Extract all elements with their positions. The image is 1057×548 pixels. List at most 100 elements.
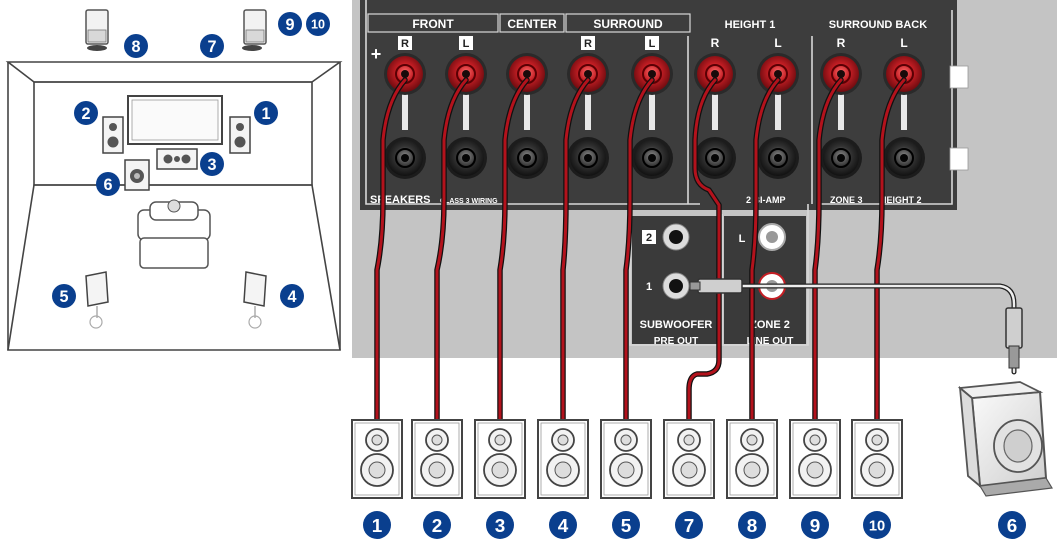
minus-marker (949, 147, 969, 171)
terminal-pair-7[interactable] (757, 53, 799, 179)
group-label-surround-back: SURROUND BACK (829, 19, 927, 31)
room-badge-4: 4 (280, 284, 304, 308)
room-badge-1-label: 1 (261, 105, 270, 123)
label-zone3: ZONE 3 (830, 195, 863, 205)
speaker-9 (789, 419, 841, 499)
room-badge-3: 3 (200, 152, 224, 176)
subwoofer-label: SUBWOOFER (640, 319, 713, 331)
terminal-pair-6[interactable] (694, 53, 736, 179)
subwoofer-speaker (957, 381, 1053, 497)
speaker-cable-7 (749, 77, 781, 423)
room-badge-7-label: 7 (207, 38, 216, 56)
room-badge-7: 7 (200, 34, 224, 58)
speaker-badge-8: 8 (738, 511, 766, 539)
room-speaker-1 (229, 116, 251, 154)
speaker-1 (351, 419, 403, 499)
speaker-3 (474, 419, 526, 499)
subwoofer-badge: 6 (998, 511, 1026, 539)
speaker-badge-3-label: 3 (495, 516, 506, 537)
speaker-cable-2 (434, 77, 469, 423)
speaker-cable-9 (874, 77, 907, 423)
room-speaker-5 (85, 271, 109, 329)
speaker-badge-5-label: 5 (621, 516, 632, 537)
room-badge-8-label: 8 (131, 38, 140, 56)
ceiling-speaker-7 (242, 9, 267, 51)
zone2-l-label: L (739, 233, 746, 245)
terminal-pair-1[interactable] (384, 53, 426, 179)
speaker-badge-9: 9 (801, 511, 829, 539)
room-badge-5-label: 5 (59, 288, 68, 306)
speaker-badge-7: 7 (675, 511, 703, 539)
speaker-badge-10: 10 (863, 511, 891, 539)
speaker-2 (411, 419, 463, 499)
speaker-cable-1 (374, 77, 408, 423)
room-badge-4-label: 4 (287, 288, 296, 306)
speaker-badge-2-label: 2 (432, 516, 443, 537)
group-label-center: CENTER (507, 17, 557, 31)
room-badge-6-label: 6 (103, 176, 112, 194)
subwoofer-cable (689, 278, 1023, 375)
speaker-cable-6 (686, 77, 722, 423)
speaker-badge-4-label: 4 (558, 516, 569, 537)
room-badge-3-label: 3 (207, 156, 216, 174)
label-biamp: 2 BI-AMP (746, 195, 786, 205)
speaker-badge-10-label: 10 (869, 518, 885, 534)
channel-mark-2: L (463, 38, 470, 50)
room-walls (5, 61, 343, 351)
channel-mark-4: R (584, 38, 592, 50)
plus-marker (949, 65, 969, 89)
group-label-front: FRONT (412, 17, 454, 31)
room-badge-1: 1 (254, 101, 278, 125)
room-badge-9-label: 9 (285, 16, 294, 34)
sub-jack1-label: 1 (646, 281, 652, 293)
speaker-badge-5: 5 (612, 511, 640, 539)
channel-mark-5: L (649, 38, 656, 50)
plus-sign: + (371, 44, 382, 64)
speaker-badge-4: 4 (549, 511, 577, 539)
speaker-cable-3 (497, 77, 530, 423)
label-class3: CLASS 3 WIRING (440, 198, 498, 205)
line-out-label: LINE OUT (747, 336, 794, 347)
room-badge-2-label: 2 (81, 105, 90, 123)
room-speaker-3 (156, 148, 198, 170)
terminal-pair-5[interactable] (631, 53, 673, 179)
pre-out-label: PRE OUT (654, 336, 698, 347)
speaker-badge-8-label: 8 (747, 516, 758, 537)
speaker-badge-9-label: 9 (810, 516, 821, 537)
room-badge-9: 9 (278, 12, 302, 36)
speaker-badge-1-label: 1 (372, 516, 383, 537)
room-speaker-4 (243, 271, 267, 329)
channel-mark-8: R (837, 36, 846, 50)
room-badge-2: 2 (74, 101, 98, 125)
terminal-pair-9[interactable] (883, 53, 925, 179)
terminal-pair-4[interactable] (567, 53, 609, 179)
speaker-badge-7-label: 7 (684, 516, 695, 537)
speaker-10 (851, 419, 903, 499)
channel-mark-9: L (900, 36, 907, 50)
channel-mark-7: L (774, 36, 781, 50)
speaker-8 (726, 419, 778, 499)
speaker-cable-5 (623, 77, 655, 423)
terminal-pair-2[interactable] (445, 53, 487, 179)
speaker-7 (663, 419, 715, 499)
ceiling-speaker-8 (85, 9, 109, 51)
speaker-4 (537, 419, 589, 499)
room-badge-8: 8 (124, 34, 148, 58)
room-badge-6: 6 (96, 172, 120, 196)
channel-mark-1: R (401, 38, 409, 50)
speaker-cable-4 (560, 77, 591, 423)
terminal-pair-8[interactable] (820, 53, 862, 179)
subwoofer-badge-label: 6 (1007, 516, 1018, 537)
group-label-height1: HEIGHT 1 (725, 19, 776, 31)
zone2-label: ZONE 2 (750, 319, 790, 331)
speaker-5 (600, 419, 652, 499)
room-badge-10-label: 10 (311, 18, 325, 32)
room-subwoofer (124, 159, 150, 191)
group-label-surround: SURROUND (593, 17, 663, 31)
room-badge-5: 5 (52, 284, 76, 308)
speaker-badge-2: 2 (423, 511, 451, 539)
channel-mark-6: R (711, 36, 720, 50)
room-layout: 1 2 3 4 5 6 7 8 9 10 (5, 9, 343, 351)
